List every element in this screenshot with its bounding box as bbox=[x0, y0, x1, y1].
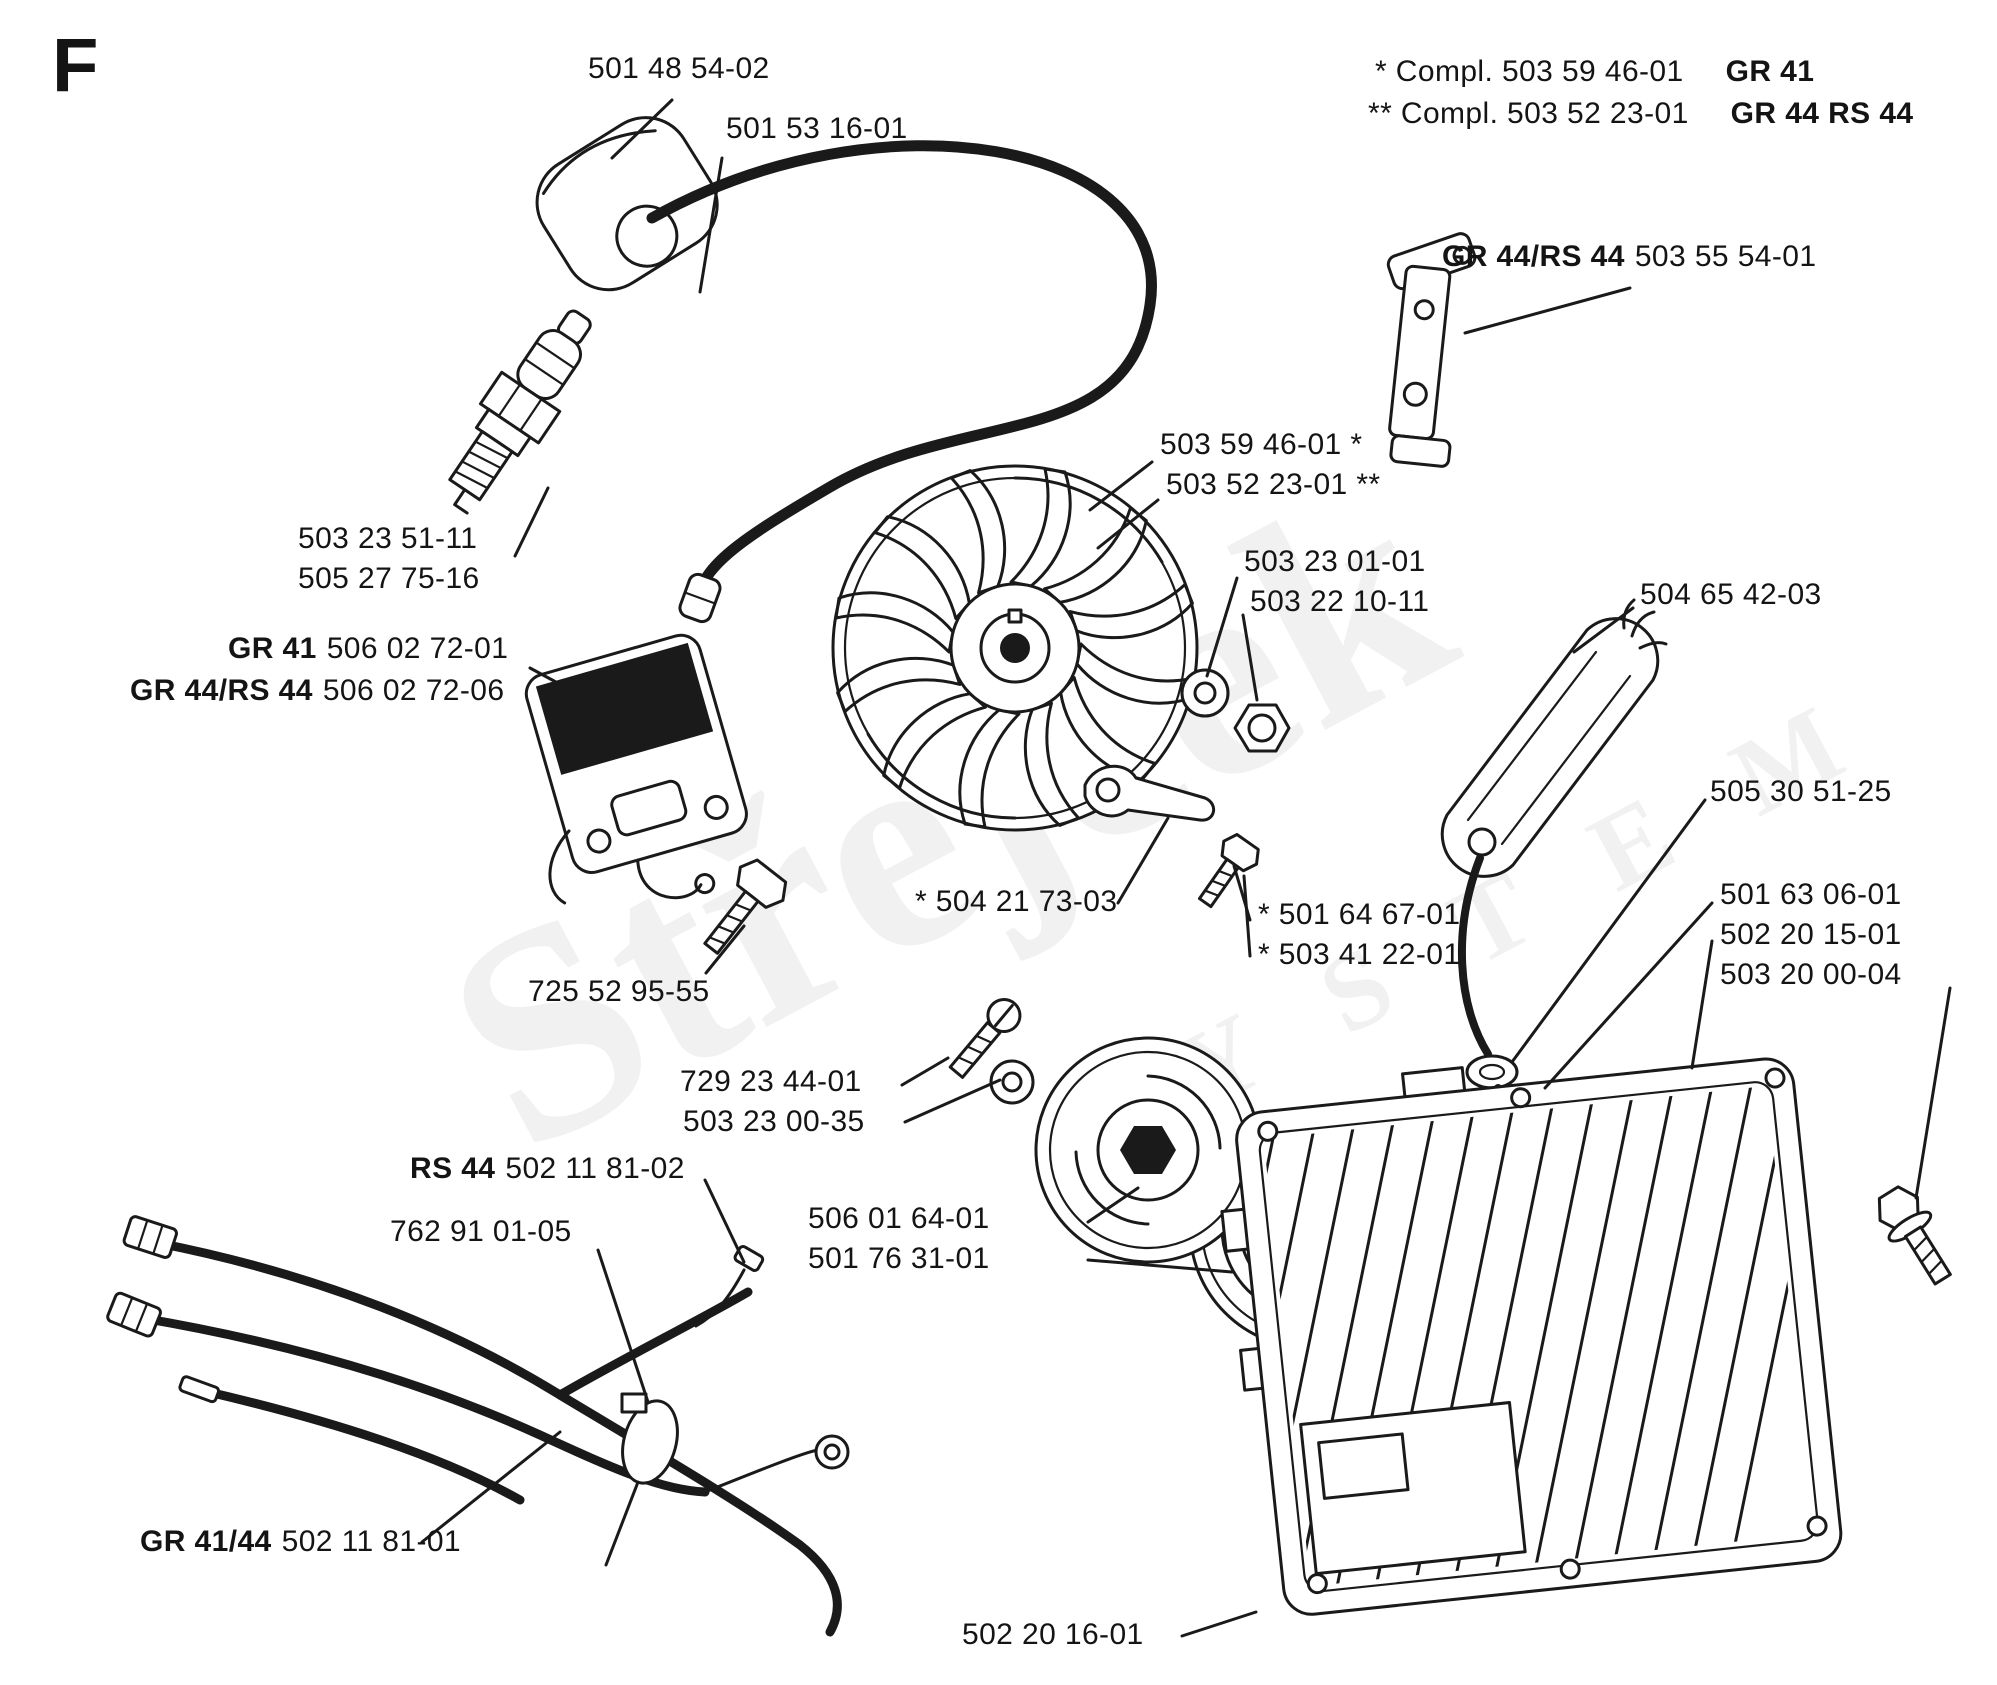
part-label-14: 502 20 15-01 bbox=[1720, 918, 1902, 951]
part-label-2: GR 44/RS 44 503 55 54-01 bbox=[1442, 240, 1816, 274]
part-label-4: 503 52 23-01 ** bbox=[1166, 468, 1381, 501]
part-label-13: 501 63 06-01 bbox=[1720, 878, 1902, 911]
housing-screw bbox=[1877, 1185, 1952, 1286]
part-label-22: RS 44 502 11 81-02 bbox=[410, 1152, 685, 1186]
section-letter: F bbox=[52, 23, 99, 108]
part-label-15: 503 20 00-04 bbox=[1720, 958, 1902, 991]
starter-rope bbox=[1457, 854, 1492, 1058]
part-label-27: 502 20 16-01 bbox=[962, 1618, 1144, 1651]
part-label-17: * 501 64 67-01 bbox=[1258, 898, 1461, 931]
part-label-3: 503 59 46-01 * bbox=[1160, 428, 1363, 461]
flywheel-washer bbox=[1180, 668, 1230, 718]
starter-pulley bbox=[1034, 1036, 1262, 1264]
ring-terminal bbox=[814, 1434, 850, 1470]
part-label-24: 506 01 64-01 bbox=[808, 1202, 990, 1235]
part-label-18: * 503 41 22-01 bbox=[1258, 938, 1461, 971]
part-number: 506 02 72-06 bbox=[322, 674, 505, 707]
part-label-11: GR 44/RS 44 506 02 72-06 bbox=[130, 674, 504, 708]
note-text: ** Compl. 503 52 23-01 bbox=[1368, 97, 1689, 130]
group-prefix: RS 44 bbox=[410, 1152, 496, 1185]
part-label-21: 503 23 00-35 bbox=[683, 1105, 865, 1138]
pulley-screw bbox=[948, 998, 1022, 1079]
part-label-25: 501 76 31-01 bbox=[808, 1242, 990, 1275]
part-label-19: 725 52 95-55 bbox=[528, 975, 710, 1008]
lead-ferrule bbox=[678, 572, 722, 624]
part-label-12: 505 30 51-25 bbox=[1710, 775, 1892, 808]
part-number: 506 02 72-01 bbox=[326, 632, 509, 665]
wiring-harness bbox=[106, 1215, 850, 1637]
ignition-lead bbox=[646, 140, 1157, 604]
starter-handle bbox=[1440, 598, 1668, 878]
flywheel bbox=[830, 463, 1200, 833]
mounting-bracket bbox=[1386, 232, 1477, 468]
part-label-9: 505 27 75-16 bbox=[298, 562, 480, 595]
part-label-5: 503 23 01-01 bbox=[1244, 545, 1426, 578]
note-group-gr44rs44: ** Compl. 503 52 23-01 GR 44 RS 44 bbox=[1368, 97, 1914, 131]
part-label-0: 501 48 54-02 bbox=[588, 52, 770, 85]
group-prefix: GR 41 bbox=[228, 632, 317, 665]
leader-lines bbox=[420, 98, 1952, 1638]
part-number: 502 11 81-01 bbox=[281, 1525, 462, 1558]
spark-plug bbox=[448, 309, 592, 515]
spade-terminal bbox=[178, 1375, 221, 1404]
flywheel-nut bbox=[1233, 703, 1291, 753]
part-number: 503 55 54-01 bbox=[1634, 240, 1817, 273]
pulley-washer bbox=[989, 1059, 1035, 1105]
module-screw bbox=[703, 858, 788, 955]
note-group: GR 41 bbox=[1725, 55, 1815, 88]
harness-connector bbox=[106, 1291, 162, 1338]
part-label-10: GR 41 506 02 72-01 bbox=[228, 632, 508, 666]
starter-pawl bbox=[1083, 764, 1216, 822]
note-group-gr41: * Compl. 503 59 46-01 GR 41 bbox=[1375, 55, 1814, 89]
note-text: * Compl. 503 59 46-01 bbox=[1375, 55, 1684, 88]
part-number: 502 11 81-02 bbox=[505, 1152, 685, 1185]
group-prefix: GR 44/RS 44 bbox=[130, 674, 313, 707]
cable-clamp bbox=[604, 1392, 679, 1567]
spark-plug-cap bbox=[535, 116, 719, 292]
harness-connector bbox=[122, 1215, 178, 1259]
note-group: GR 44 RS 44 bbox=[1730, 97, 1914, 130]
part-label-8: 503 23 51-11 bbox=[298, 522, 478, 555]
part-label-23: 762 91 01-05 bbox=[390, 1215, 572, 1248]
part-label-20: 729 23 44-01 bbox=[680, 1065, 862, 1098]
part-label-1: 501 53 16-01 bbox=[726, 112, 908, 145]
part-label-26: GR 41/44 502 11 81-01 bbox=[140, 1525, 461, 1559]
part-label-7: 504 65 42-03 bbox=[1640, 578, 1822, 611]
starter-housing bbox=[1220, 1057, 1843, 1616]
group-prefix: GR 41/44 bbox=[140, 1525, 272, 1558]
group-prefix: GR 44/RS 44 bbox=[1442, 240, 1625, 273]
part-label-6: 503 22 10-11 bbox=[1250, 585, 1430, 618]
pawl-screw bbox=[1197, 833, 1260, 909]
rope-grommet bbox=[1465, 1054, 1519, 1090]
part-label-16: * 504 21 73-03 bbox=[915, 885, 1118, 918]
